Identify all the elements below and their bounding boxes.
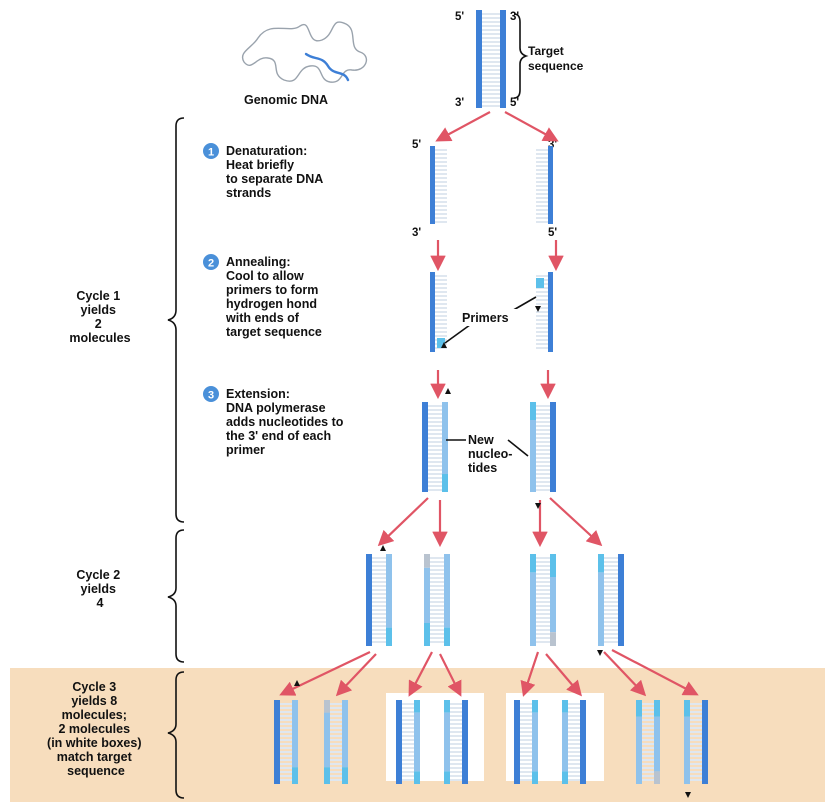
target-end-5-bottom: 5' [510,97,519,109]
flow-arrow-12 [335,653,377,697]
target-helix [476,10,506,108]
primer-left [437,338,445,348]
step1-badge [203,143,219,159]
step1: 1 Denaturation: Heat briefly to separate… [203,143,326,200]
denatured-left-bottom-end: 3' [412,227,421,239]
cycle3-molecule-6 [562,700,586,784]
arrows-layer [279,111,699,697]
cycle1-bracket [167,117,185,523]
cycle3-molecule-7 [636,700,660,784]
flow-arrow-13 [408,651,433,697]
denatured-strand-left [430,146,447,224]
flow-arrow-16 [545,653,582,697]
cycle3-label: Cycle 3 yields 8 molecules; 2 molecules … [47,680,145,778]
cycle3-molecule-1 [274,700,298,784]
step2-text: Annealing: Cool to allow primers to form… [225,255,322,339]
flow-arrow-11 [279,651,371,696]
cycle2-label: Cycle 2 yields 4 [76,568,123,610]
step1-number: 1 [208,147,214,159]
step1-text: Denaturation: Heat briefly to separate D… [226,144,326,200]
primer-right [536,278,544,288]
flow-arrow-1 [435,111,491,142]
genomic-dna-strand [241,21,368,83]
primers-label: Primers [462,311,509,325]
new-nucleotides-label: New nucleo- tides [468,433,516,475]
flow-arrow-7 [377,497,429,547]
target-label-line1: Target [528,44,564,58]
denatured-right-bottom-end: 5' [548,227,557,239]
target-duplex [476,10,506,108]
cycle3-molecule-8 [684,700,708,784]
target-label-line2: sequence [528,59,584,73]
extended-duplex-left [422,402,448,492]
step2-badge [203,254,219,270]
denatured-strand-right [536,146,553,224]
flow-arrow-10 [549,497,603,547]
step3-number: 3 [208,390,214,402]
cycle2-bracket [167,529,185,663]
step2: 2 Annealing: Cool to allow primers to fo… [203,254,322,339]
cycle2-molecule-2 [424,554,450,646]
flow-arrow-15 [520,651,540,697]
flow-arrow-18 [611,649,699,696]
target-end-3-top: 3' [510,11,519,23]
step3: 3 Extension: DNA polymerase adds nucleot… [203,386,347,457]
target-bracket [513,13,529,99]
cycle1-label: Cycle 1 yields 2 molecules [69,289,130,345]
step3-text: Extension: DNA polymerase adds nucleotid… [226,387,347,457]
step3-badge [203,386,219,402]
new-nucleotides-pointer-right [507,439,529,457]
cycle3-molecule-4 [444,700,468,784]
step2-number: 2 [208,258,214,270]
target-end-5-top: 5' [455,11,464,23]
cycle3-molecule-5 [514,700,538,784]
primers-label-bg [460,309,526,326]
extended-duplex-right [530,402,556,492]
flow-arrow-17 [603,651,647,697]
denatured-left-top-end: 5' [412,139,421,151]
strands-layer [274,146,708,784]
cycle2-molecule-1 [366,554,392,646]
cycle3-molecule-2 [324,700,348,784]
cycle2-molecule-4 [598,554,624,646]
denatured-right-top-end: 3' [548,139,557,151]
genomic-dna-label: Genomic DNA [244,93,328,107]
flow-arrow-2 [504,111,559,142]
flow-arrow-14 [439,653,462,697]
cycle3-bracket [167,671,185,799]
end-arrowheads [294,306,691,798]
cycle2-molecule-3 [530,554,556,646]
target-end-3-bottom: 3' [455,97,464,109]
cycle3-molecule-3 [396,700,420,784]
